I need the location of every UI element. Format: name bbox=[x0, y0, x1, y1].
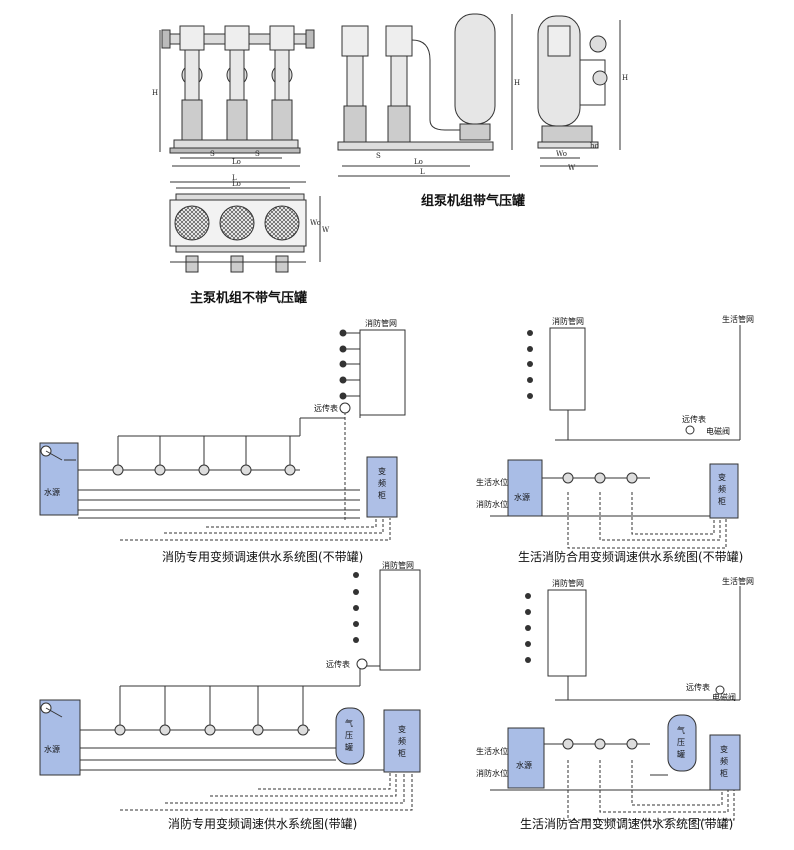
vfd-label-4b: 频 bbox=[720, 756, 728, 766]
caption-fire-only-with-tank: 消防专用变频调速供水系统图(带罐) bbox=[168, 817, 358, 831]
remote-gauge-label-2: 远传表 bbox=[682, 414, 706, 424]
vfd-label-2a: 变 bbox=[718, 472, 726, 482]
dim-H-tank: H bbox=[514, 79, 520, 87]
vfd-label-1c: 柜 bbox=[378, 490, 386, 500]
vfd-label-3b: 频 bbox=[398, 736, 406, 746]
fire-network-label-3: 消防管网 bbox=[382, 560, 414, 570]
vfd-label-4c: 柜 bbox=[720, 768, 728, 778]
vfd-label-3a: 变 bbox=[398, 724, 406, 734]
vfd-label-1a: 变 bbox=[378, 466, 386, 476]
fire-only-no-tank-hydrants bbox=[339, 329, 360, 400]
dim-H-front: H bbox=[152, 89, 158, 97]
domestic-network-label-4: 生活管网 bbox=[722, 576, 754, 586]
tank-label-3b: 压 bbox=[345, 731, 353, 740]
pump-unit-front-view bbox=[159, 25, 315, 167]
pump-unit-with-tank-view bbox=[337, 13, 513, 177]
fire-only-no-tank-pumps bbox=[112, 402, 351, 476]
dim-S-tank: S bbox=[376, 152, 381, 160]
caption-combined-with-tank: 生活消防合用变频调速供水系统图(带罐) bbox=[520, 817, 734, 831]
domestic-level-label-2: 生活水位 bbox=[476, 477, 508, 487]
caption-group-pump-with-tank: 组泵机组带气压罐 bbox=[421, 194, 526, 209]
dim-S-2: S bbox=[255, 150, 260, 158]
domestic-level-label-4: 生活水位 bbox=[476, 746, 508, 756]
dim-Lo-top: Lo bbox=[232, 180, 241, 188]
dim-Wo-side: Wo bbox=[556, 150, 567, 158]
caption-combined-no-tank: 生活消防合用变频调速供水系统图(不带罐) bbox=[518, 550, 744, 564]
fire-only-with-tank-diagram bbox=[39, 569, 421, 811]
vfd-label-2c: 柜 bbox=[718, 496, 726, 506]
dim-Lo-tank: Lo bbox=[414, 158, 423, 166]
combined-no-tank-diagram bbox=[490, 325, 741, 549]
vfd-label-3c: 柜 bbox=[398, 748, 406, 758]
tank-label-4b: 压 bbox=[677, 738, 685, 747]
domestic-network-label-2: 生活管网 bbox=[722, 314, 754, 324]
combined-with-tank-diagram bbox=[490, 586, 741, 821]
dim-Wo-top: Wo bbox=[310, 219, 321, 227]
fire-only-with-tank-hydrants bbox=[353, 572, 359, 643]
solenoid-label-2: 电磁阀 bbox=[706, 426, 730, 436]
fire-only-no-tank-diagram bbox=[39, 329, 406, 541]
dim-H-side: H bbox=[622, 74, 628, 82]
combined-with-tank-pumps bbox=[562, 685, 725, 750]
tank-label-4a: 气 bbox=[677, 725, 685, 735]
dim-W-top: W bbox=[322, 226, 330, 234]
dim-Lo-front: Lo bbox=[232, 158, 241, 166]
vfd-label-2b: 频 bbox=[718, 484, 726, 494]
water-source-label-1: 水源 bbox=[44, 487, 60, 497]
vfd-label-1b: 频 bbox=[378, 478, 386, 488]
combined-no-tank-pumps bbox=[562, 425, 695, 484]
remote-gauge-label-3: 远传表 bbox=[326, 659, 350, 669]
dim-ho-side: ho bbox=[590, 142, 599, 150]
remote-gauge-label-1: 远传表 bbox=[314, 403, 338, 413]
tank-label-3c: 罐 bbox=[345, 742, 353, 752]
water-source-label-4: 水源 bbox=[516, 760, 532, 770]
pump-unit-side-view bbox=[537, 15, 621, 167]
water-source-label-2: 水源 bbox=[514, 492, 530, 502]
remote-gauge-label-4: 远传表 bbox=[686, 682, 710, 692]
fire-network-label-2: 消防管网 bbox=[552, 316, 584, 326]
solenoid-label-4: 电磁阀 bbox=[712, 692, 736, 702]
fire-level-label-4: 消防水位 bbox=[476, 768, 508, 778]
water-source-label-3: 水源 bbox=[44, 744, 60, 754]
fire-level-label-2: 消防水位 bbox=[476, 499, 508, 509]
dim-W-side: W bbox=[568, 164, 576, 172]
fire-network-label-1: 消防管网 bbox=[365, 318, 397, 328]
combined-with-tank-hydrants bbox=[525, 593, 531, 663]
tank-label-3a: 气 bbox=[345, 718, 353, 728]
dim-L-tank: L bbox=[420, 168, 425, 176]
combined-no-tank-hydrants bbox=[527, 330, 533, 399]
pump-unit-top-view bbox=[169, 181, 321, 273]
dim-S-1: S bbox=[210, 150, 215, 158]
vfd-label-4a: 变 bbox=[720, 744, 728, 754]
caption-fire-only-no-tank: 消防专用变频调速供水系统图(不带罐) bbox=[162, 550, 364, 564]
dim-L-top: L bbox=[232, 174, 237, 182]
fire-only-with-tank-pumps bbox=[114, 658, 368, 736]
tank-label-4c: 罐 bbox=[677, 749, 685, 759]
fire-network-label-4: 消防管网 bbox=[552, 578, 584, 588]
caption-main-pump-no-tank: 主泵机组不带气压罐 bbox=[190, 291, 308, 306]
